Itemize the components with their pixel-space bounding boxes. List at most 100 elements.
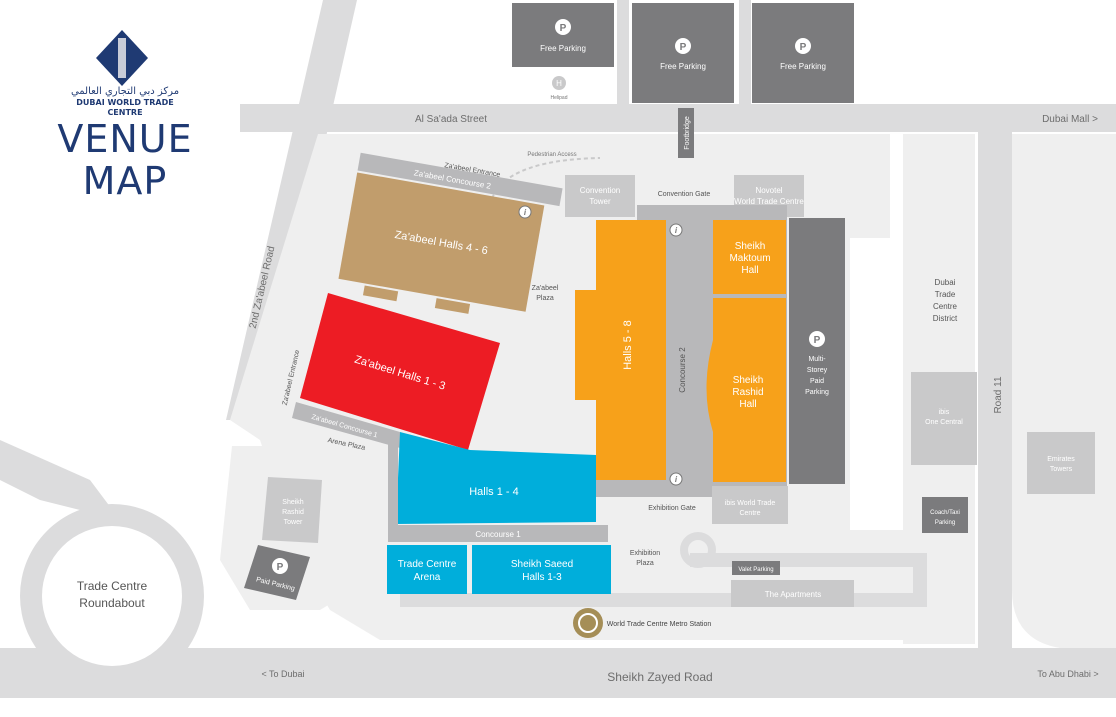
concourse-2-label: Concourse 2: [678, 347, 687, 393]
metro-station-label: World Trade Centre Metro Station: [607, 621, 712, 628]
exhibition-plaza-label-1: Exhibition: [630, 550, 660, 557]
info-icon-concourse-top: [669, 223, 683, 237]
coach-taxi-label-2: Parking: [935, 520, 955, 526]
pedestrian-path: [489, 157, 601, 206]
valet-parking-label: Valet Parking: [738, 567, 773, 573]
free-parking-label-1: Free Parking: [540, 44, 586, 53]
parking-p-2: P: [680, 42, 687, 53]
multi-storey-label-3: Paid: [810, 378, 824, 385]
halls-5-8-label: Halls 5 - 8: [622, 320, 634, 370]
free-parking-label-3: Free Parking: [780, 62, 826, 71]
roundabout-spur: [0, 440, 120, 520]
rashid-tower-label-1: Sheikh: [282, 499, 304, 506]
trade-centre-arena: [387, 545, 467, 594]
zaabeel-connector-2: [434, 298, 471, 314]
exhibition-plaza-label-2: Plaza: [636, 560, 654, 567]
zaabeel-concourse-1: [292, 402, 400, 448]
coach-taxi-label-1: Coach/Taxi: [930, 510, 960, 516]
info-i-bottom: i: [675, 475, 678, 484]
dubai-mall-label: Dubai Mall >: [1042, 114, 1098, 125]
sheikh-rashid-label-2: Rashid: [732, 387, 763, 398]
paid-parking-p: P: [277, 562, 284, 573]
multi-storey-parking: [789, 218, 845, 484]
paid-parking-p-icon: [272, 558, 288, 574]
to-dubai-label: < To Dubai: [261, 669, 304, 679]
dwtc-district-label-1: Dubai: [935, 278, 956, 287]
parking-icon-2: [675, 38, 691, 54]
page-title: VENUE MAP: [40, 118, 210, 202]
multi-storey-label-4: Parking: [805, 389, 829, 396]
info-icon-zaabeel: [518, 205, 532, 219]
sheikh-maktoum-label-3: Hall: [741, 265, 758, 276]
roundabout-label-2: Roundabout: [79, 596, 145, 610]
sheikh-rashid-label-3: Hall: [739, 399, 756, 410]
halls-1-4: [396, 432, 596, 524]
road-11: [978, 132, 1012, 650]
zaabeel-wing: Za'abeel Concourse 2 Za'abeel Halls 4 - …: [338, 152, 563, 314]
multi-storey-label-2: Storey: [807, 367, 828, 374]
convention-tower-label-1: Convention: [580, 186, 620, 195]
dwtc-district-label-2: Trade: [935, 290, 956, 299]
halls-5-8: [575, 220, 666, 480]
novotel-label-1: Novotel: [755, 186, 782, 195]
road-11-label: Road 11: [993, 376, 1004, 414]
ibis-one-central: [911, 372, 977, 465]
logo-english: DUBAI WORLD TRADE CENTRE: [76, 98, 174, 117]
concourse-1-connector: [388, 440, 398, 540]
footbridge: [678, 108, 694, 158]
multi-storey-p-icon: [809, 331, 825, 347]
ibis-wtc-label-2: Centre: [739, 510, 760, 517]
arena-label-1: Trade Centre: [398, 559, 457, 570]
novotel-label-2: World Trade Centre: [734, 197, 804, 206]
helipad-icon: [552, 76, 566, 90]
sheikh-saeed-label-2: Halls 1-3: [522, 572, 562, 583]
footbridge-label: Footbridge: [684, 116, 691, 150]
to-abu-dhabi-label: To Abu Dhabi >: [1037, 669, 1098, 679]
sheikh-zayed-road: [0, 648, 1116, 698]
zaabeel-plaza-label-1: Za'abeel: [532, 285, 559, 292]
parking-p-1: P: [560, 23, 567, 34]
info-i-top: i: [675, 226, 678, 235]
sheikh-saeed-label-1: Sheikh Saeed: [511, 559, 573, 570]
service-road: [400, 553, 927, 607]
convention-tower: [565, 175, 635, 217]
zaabeel-halls-1-3: [300, 293, 500, 450]
rashid-tower-label-3: Tower: [284, 519, 303, 526]
convention-tower-label-2: Tower: [589, 197, 611, 206]
sheikh-rashid-hall: [706, 298, 786, 482]
roundabout-label-1: Trade Centre: [77, 579, 148, 593]
emirates-towers-label-1: Emirates: [1047, 456, 1075, 463]
concourse-1-label: Concourse 1: [475, 530, 521, 539]
zaabeel-concourse-2: [357, 152, 563, 207]
ibis-one-central-label-1: ibis: [939, 409, 950, 416]
sheikh-maktoum-hall: [713, 220, 786, 294]
multi-storey-label-1: Multi-: [808, 356, 826, 363]
the-apartments: [731, 580, 854, 607]
zaabeel-plaza-label-2: Plaza: [536, 295, 554, 302]
title-line-1: VENUE: [57, 117, 193, 161]
ibis-one-central-label-2: One Central: [925, 419, 963, 426]
multi-storey-p: P: [814, 335, 821, 346]
dwtc-logo-tower: [118, 38, 126, 78]
pedestrian-access-label: Pedestrian Access: [527, 152, 576, 158]
sheikh-zayed-label: Sheikh Zayed Road: [607, 670, 712, 684]
far-east-block: [1012, 134, 1116, 648]
coach-taxi-parking: [922, 497, 968, 533]
parking-icon-1: [555, 19, 571, 35]
parking-p-3: P: [800, 42, 807, 53]
free-parking-label-2: Free Parking: [660, 62, 706, 71]
dwtc-district-label-3: Centre: [933, 302, 958, 311]
helipad-label: Helipad: [551, 95, 568, 101]
helipad-symbol: H: [556, 79, 562, 88]
rashid-tower-label-2: Rashid: [282, 509, 304, 516]
roundabout-center: [42, 526, 182, 666]
metro-station-inner: [578, 613, 598, 633]
exhibition-gate-label: Exhibition Gate: [648, 505, 696, 512]
convention-gate-label: Convention Gate: [658, 191, 711, 198]
zaabeel-connector-1: [362, 285, 399, 302]
info-icon-concourse-bottom: [669, 472, 683, 486]
al-saada-label: Al Sa'ada Street: [415, 114, 487, 125]
top-vertical-road-2: [739, 0, 751, 104]
halls-1-4-label: Halls 1 - 4: [469, 486, 519, 498]
